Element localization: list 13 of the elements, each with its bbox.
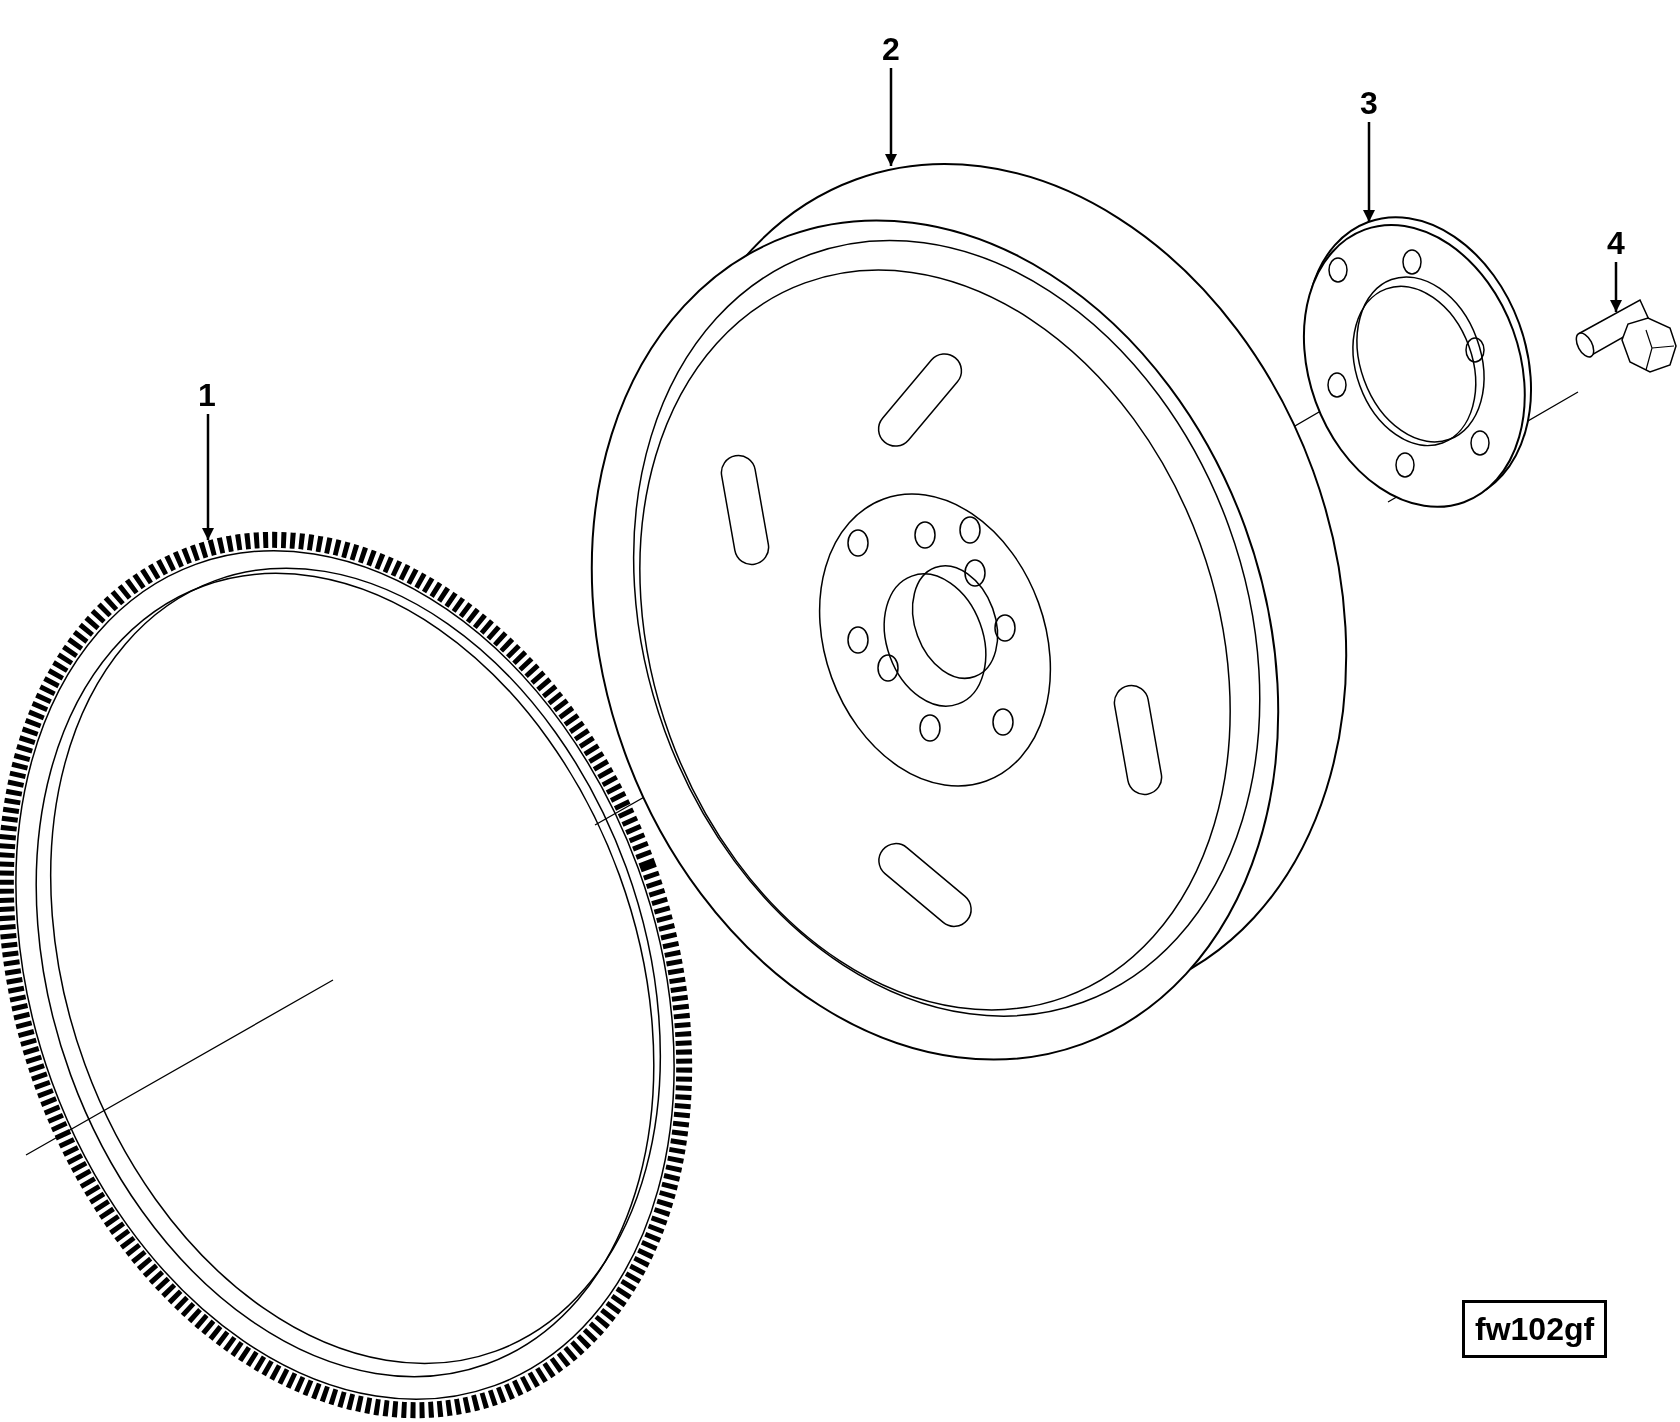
callout-number: 3 xyxy=(1360,86,1378,120)
leader-arrow xyxy=(1609,262,1623,312)
plate-drawing xyxy=(1303,216,1532,508)
flywheel-drawing xyxy=(591,163,1347,1061)
callout-number: 2 xyxy=(882,32,900,66)
leader-arrow xyxy=(1362,122,1376,222)
leader-arrow xyxy=(884,68,898,166)
bolt-drawing xyxy=(1575,298,1677,373)
figure-code: fw102gf xyxy=(1462,1300,1608,1358)
callout-number: 1 xyxy=(198,378,216,412)
leader-arrow xyxy=(201,414,215,540)
ring-gear-drawing xyxy=(0,531,692,1419)
callout-number: 4 xyxy=(1607,226,1625,260)
